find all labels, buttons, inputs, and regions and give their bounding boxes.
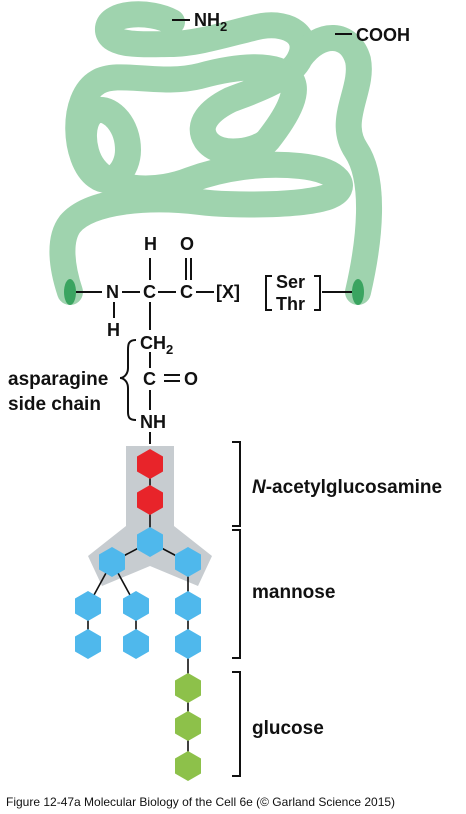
mannose-hexagon xyxy=(123,591,149,621)
n-acetylglucosamine-hexagon xyxy=(137,485,163,515)
asparagine-label-line2: side chain xyxy=(8,394,101,415)
mannose-hexagon xyxy=(75,591,101,621)
cooh-label: COOH xyxy=(356,25,410,45)
thr-label: Thr xyxy=(276,294,305,314)
c-carbonyl: C xyxy=(180,282,193,302)
ser-label: Ser xyxy=(276,272,305,292)
nh-group: NH xyxy=(140,412,166,432)
nh2-label: NH2 xyxy=(194,10,227,34)
protein-right-end xyxy=(352,279,364,305)
n-atom: N xyxy=(106,282,119,302)
mannose-hexagon xyxy=(75,629,101,659)
brackets xyxy=(232,441,241,777)
figure-caption: Figure 12-47a Molecular Biology of the C… xyxy=(6,795,395,809)
mannose-hexagon xyxy=(175,547,201,577)
protein-ribbon xyxy=(49,1,353,305)
n-acetylglucosamine-label: N-acetylglucosamine xyxy=(252,477,442,498)
mannose-hexagon xyxy=(175,591,201,621)
mannose-hexagon xyxy=(175,629,201,659)
side-chain-bonds xyxy=(119,339,180,444)
side-chain-c: C xyxy=(143,369,156,389)
glucose-hexagon xyxy=(175,673,201,703)
c-alpha: C xyxy=(143,282,156,302)
asparagine-label-line1: asparagine xyxy=(8,369,108,390)
mannose-label: mannose xyxy=(252,582,335,603)
h-top: H xyxy=(144,234,157,254)
h-bottom: H xyxy=(107,320,120,340)
protein-ribbon-right xyxy=(287,25,383,305)
glucose-hexagon xyxy=(175,751,201,781)
o-top: O xyxy=(180,234,194,254)
mannose-hexagon xyxy=(137,527,163,557)
protein-left-end xyxy=(64,279,76,305)
mannose-hexagon xyxy=(123,629,149,659)
n-acetylglucosamine-hexagon xyxy=(137,449,163,479)
ch2-group: CH2 xyxy=(140,333,173,357)
oligosaccharide xyxy=(75,446,212,781)
glucose-label: glucose xyxy=(252,718,324,739)
protein-chain xyxy=(49,1,383,305)
mannose-hexagon xyxy=(99,547,125,577)
x-residue: [X] xyxy=(216,282,240,302)
side-chain-o: O xyxy=(184,369,198,389)
glucose-hexagon xyxy=(175,711,201,741)
peptide-backbone xyxy=(76,258,352,330)
